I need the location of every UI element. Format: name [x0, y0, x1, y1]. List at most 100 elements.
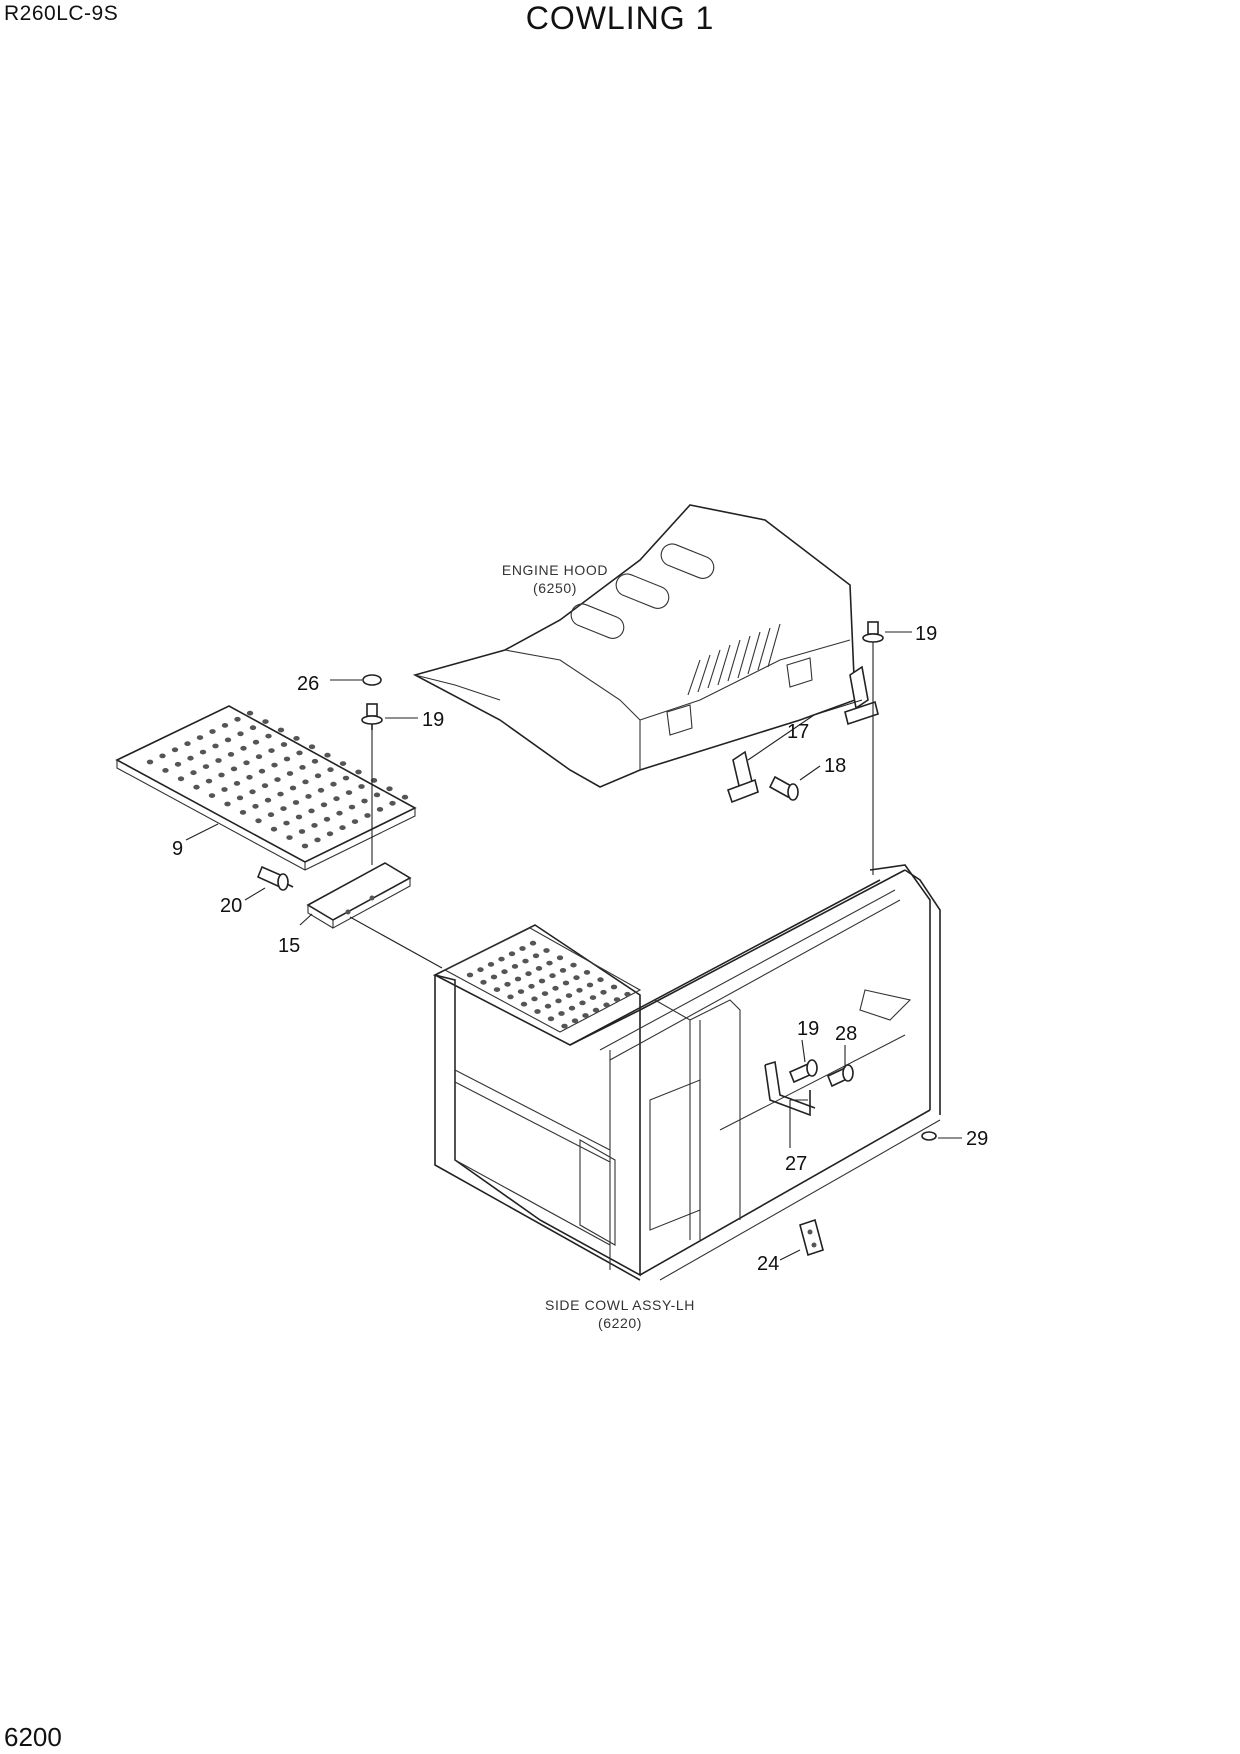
- perforation-hole: [265, 733, 272, 739]
- perforation-hole: [610, 984, 618, 990]
- perforation-hole: [215, 758, 222, 763]
- perforation-hole: [583, 970, 591, 975]
- perforation-hole: [236, 795, 244, 801]
- perforation-hole: [239, 810, 247, 815]
- bolt-19a: [361, 703, 383, 730]
- perforation-hole: [146, 759, 154, 765]
- perforation-hole: [298, 829, 306, 834]
- callout-19-lower: 19: [797, 1018, 819, 1040]
- perforation-hole: [579, 1000, 586, 1006]
- perforation-hole: [534, 1009, 541, 1014]
- callout-24: 24: [757, 1253, 779, 1275]
- perforation-hole: [171, 747, 179, 753]
- perforation-hole: [308, 744, 316, 750]
- engine-hood-code: (6250): [533, 580, 577, 596]
- perforation-hole: [543, 948, 550, 953]
- perforation-hole: [177, 776, 185, 782]
- perforation-hole: [174, 761, 182, 767]
- perforation-hole: [159, 753, 166, 759]
- perforation-hole: [209, 729, 216, 734]
- perforated-plate: [115, 705, 417, 871]
- perforation-hole: [193, 784, 200, 790]
- callout-20: 20: [220, 895, 242, 917]
- perforation-hole: [517, 989, 525, 994]
- perforation-hole: [324, 752, 331, 758]
- perforation-hole: [535, 966, 543, 971]
- perforation-hole: [466, 972, 474, 978]
- perforation-hole: [522, 958, 529, 964]
- perforation-hole: [501, 969, 508, 975]
- page-number: 6200: [4, 1722, 62, 1752]
- perforation-hole: [589, 995, 597, 1000]
- engine-hood: [412, 504, 856, 788]
- callout-27: 27: [785, 1153, 807, 1175]
- perforation-hole: [196, 735, 204, 740]
- perforation-hole: [528, 983, 535, 989]
- perforation-hole: [345, 790, 353, 795]
- perforation-hole: [224, 801, 231, 807]
- perforation-hole: [558, 1011, 565, 1016]
- perforation-hole: [240, 745, 247, 751]
- leader-lines: [185, 631, 962, 1261]
- perforation-hole: [532, 953, 540, 959]
- perforation-hole: [559, 968, 567, 973]
- callout-19-left: 19: [422, 709, 444, 731]
- perforation-hole: [314, 837, 321, 843]
- bolt-20: [256, 865, 294, 891]
- bolt-18: [768, 775, 799, 801]
- perforation-hole: [262, 719, 269, 724]
- perforation-hole: [549, 973, 556, 979]
- perforation-hole: [613, 997, 621, 1002]
- perforation-hole: [205, 778, 213, 784]
- perforation-hole: [511, 964, 519, 969]
- perforation-hole: [520, 1001, 528, 1007]
- perforation-hole: [376, 807, 384, 812]
- perforation-hole: [389, 800, 396, 806]
- perforation-hole: [302, 779, 309, 785]
- perforation-hole: [218, 772, 225, 778]
- callout-28: 28: [835, 1023, 857, 1045]
- perforation-hole: [187, 755, 194, 761]
- perforation-hole: [556, 955, 564, 961]
- perforation-hole: [565, 993, 573, 998]
- bolt-28: [826, 1064, 854, 1088]
- perforation-hole: [286, 771, 294, 776]
- perforation-hole: [561, 1023, 568, 1029]
- perforation-hole: [212, 743, 219, 749]
- perforation-hole: [230, 766, 238, 772]
- perforation-hole: [202, 764, 210, 769]
- callout-15: 15: [278, 935, 300, 957]
- perforation-hole: [255, 818, 262, 824]
- perforation-hole: [348, 804, 356, 810]
- perforation-hole: [280, 742, 288, 747]
- perforation-hole: [277, 727, 285, 733]
- perforation-hole: [261, 783, 269, 789]
- perforation-hole: [199, 749, 207, 755]
- perforation-hole: [573, 975, 580, 981]
- perforation-hole: [277, 791, 284, 797]
- perforation-hole: [342, 775, 350, 781]
- perforation-hole: [270, 826, 278, 832]
- perforation-hole: [308, 808, 315, 814]
- perforation-hole: [326, 831, 334, 837]
- perforation-hole: [221, 723, 229, 728]
- perforation-hole: [507, 994, 514, 1000]
- perforation-hole: [541, 991, 549, 996]
- perforation-hole: [249, 789, 256, 795]
- perforation-hole: [305, 794, 312, 799]
- perforation-hole: [401, 794, 409, 800]
- perforation-hole: [208, 793, 216, 798]
- perforation-hole: [603, 1002, 610, 1008]
- perforation-hole: [295, 814, 303, 820]
- perforation-hole: [519, 946, 526, 951]
- callout-18: 18: [824, 755, 846, 777]
- perforation-hole: [190, 770, 197, 776]
- perforation-hole: [283, 756, 291, 762]
- perforation-hole: [327, 767, 334, 773]
- perforation-hole: [249, 725, 257, 731]
- callout-19-right: 19: [915, 623, 937, 645]
- perforation-hole: [546, 960, 553, 966]
- perforation-hole: [364, 813, 371, 818]
- perforation-hole: [586, 982, 594, 988]
- perforation-hole: [255, 754, 263, 760]
